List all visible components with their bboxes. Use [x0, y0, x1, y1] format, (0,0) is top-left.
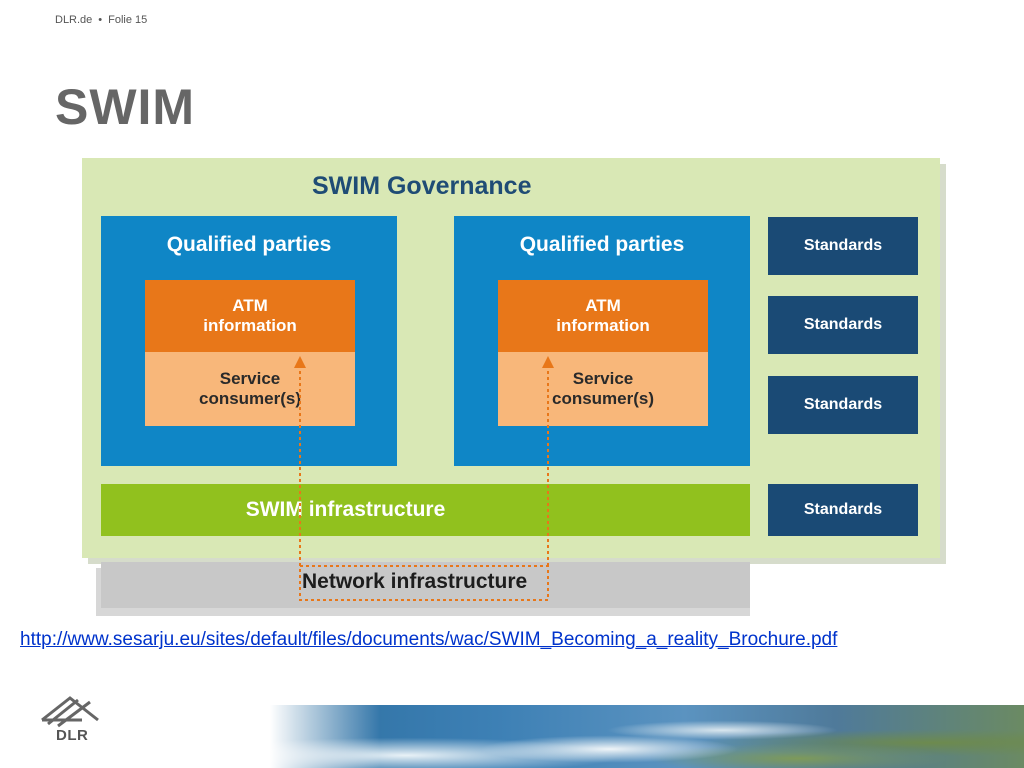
- qualified-parties-panel-right: Qualified parties ATM information Servic…: [454, 216, 750, 466]
- earth-image-fade: [270, 705, 380, 768]
- governance-box: SWIM Governance Qualified parties ATM in…: [82, 158, 940, 558]
- swim-diagram: SWIM Governance Qualified parties ATM in…: [82, 158, 948, 618]
- dlr-logo-text: DLR: [56, 727, 89, 744]
- slide-number: Folie 15: [108, 14, 148, 26]
- source-link[interactable]: http://www.sesarju.eu/sites/default/file…: [20, 629, 838, 650]
- standards-box-1: Standards: [768, 217, 918, 275]
- atm-information-box: ATM information: [498, 280, 708, 352]
- dlr-logo-icon: [41, 696, 99, 728]
- dotted-arrow-right: [542, 356, 554, 566]
- qualified-parties-panel-left: Qualified parties ATM information Servic…: [101, 216, 397, 466]
- dotted-arrow-left: [294, 356, 306, 566]
- qualified-parties-label: Qualified parties: [166, 233, 332, 256]
- slide-header: DLR.de • Folie 15: [55, 14, 147, 26]
- service-consumer-box: Service consumer(s): [145, 352, 355, 426]
- site-label: DLR.de: [55, 14, 93, 26]
- separator-dot: •: [98, 14, 103, 26]
- qualified-parties-label: Qualified parties: [519, 233, 685, 256]
- service-consumer-box: Service consumer(s): [498, 352, 708, 426]
- standards-box-4: Standards: [768, 484, 918, 536]
- governance-title: SWIM Governance: [312, 172, 532, 200]
- network-dotted-outline: [299, 565, 549, 601]
- swim-infrastructure-label: SWIM infrastructure: [245, 498, 446, 521]
- standards-box-2: Standards: [768, 296, 918, 354]
- swim-infrastructure-bar: SWIM infrastructure: [101, 484, 750, 536]
- earth-satellite-image: [270, 705, 1024, 768]
- standards-box-3: Standards: [768, 376, 918, 434]
- network-infrastructure-label: Network infrastructure: [302, 570, 528, 593]
- atm-information-box: ATM information: [145, 280, 355, 352]
- arrows-overlay: [294, 356, 554, 601]
- slide-title: SWIM: [55, 79, 196, 135]
